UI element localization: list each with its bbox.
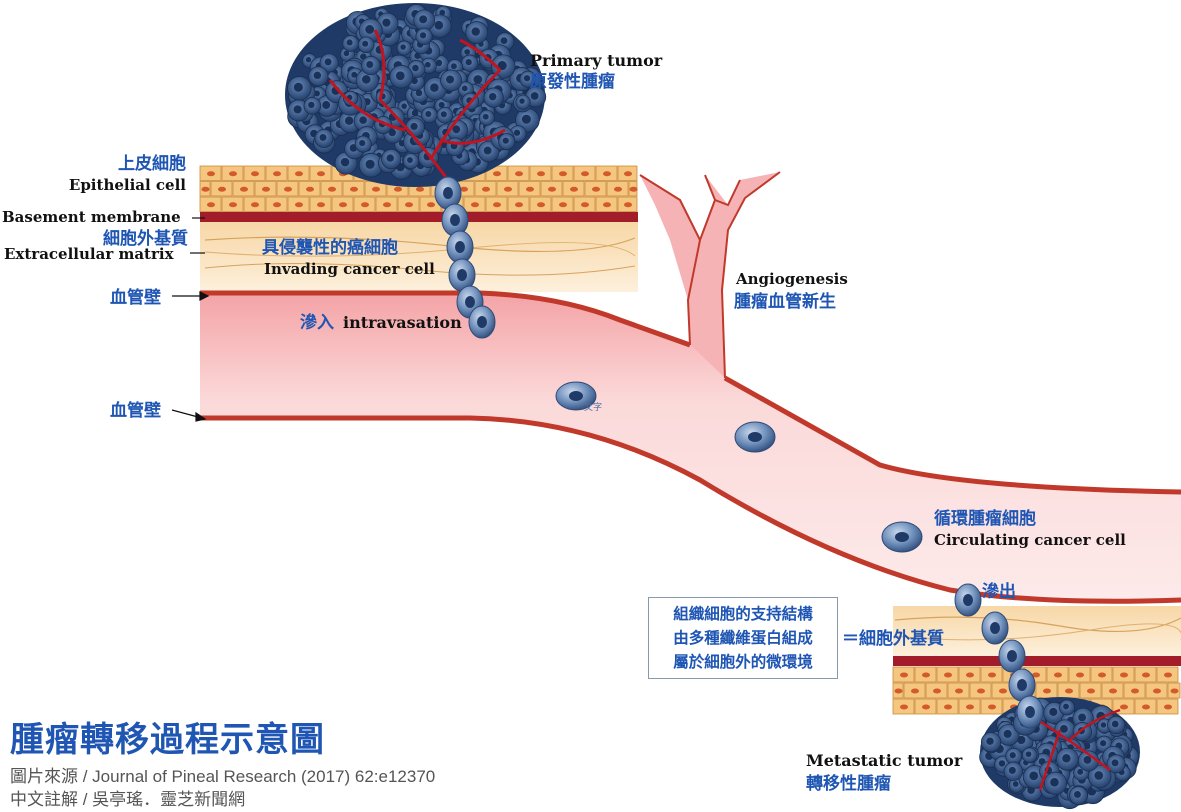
circulating-cell-2 (734, 421, 776, 453)
primary-tumor-en: Primary tumor (530, 51, 663, 70)
ecm-equals-label: ＝細胞外基質 (842, 629, 944, 649)
blood-vessel (200, 171, 1181, 604)
vessel-wall-top (200, 290, 691, 348)
circulating-cell-3 (881, 521, 923, 553)
extracellular-matrix-upper (200, 222, 638, 292)
metastatic-tumor (979, 697, 1140, 810)
vessel-wall-label-2: 血管壁 (110, 400, 161, 421)
primary-tumor-zh: 原發性腫瘤 (530, 71, 615, 92)
metastatic-zh: 轉移性腫瘤 (806, 773, 891, 794)
metastatic-en: Metastatic tumor (806, 751, 963, 770)
basement-en: Basement membrane (2, 208, 181, 226)
epithelial-zh: 上皮細胞 (118, 153, 186, 174)
epithelial-layer-lower (892, 666, 1181, 715)
pointer-lines (171, 217, 210, 422)
note-line-1: 組織細胞的支持結構 (673, 605, 813, 623)
figure-title: 腫瘤轉移過程示意圖 (10, 720, 325, 760)
ecm-definition-box: 組織細胞的支持結構 由多種纖維蛋白組成 屬於細胞外的微環境 (648, 597, 838, 679)
primary-tumor (285, 3, 547, 191)
ecm-en: Extracellular matrix (4, 245, 175, 263)
vessel-wall-bottom (200, 415, 1181, 604)
epithelial-en: Epithelial cell (69, 176, 186, 194)
note-line-2: 由多種纖維蛋白組成 (673, 629, 813, 647)
vessel-wall-label-1: 血管壁 (110, 287, 161, 308)
circulating-zh: 循環腫瘤細胞 (934, 508, 1036, 529)
watermark-text: 文字 (584, 401, 602, 413)
invading-cell-chain (434, 176, 496, 339)
circulating-en: Circulating cancer cell (934, 531, 1126, 549)
circulating-cell-1 (555, 381, 597, 411)
note-line-3: 屬於細胞外的微環境 (673, 653, 813, 671)
angiogenesis-zh: 腫瘤血管新生 (734, 291, 836, 312)
angiogenesis-branch (640, 172, 780, 378)
basement-membrane-lower (893, 656, 1181, 666)
invading-zh: 具侵襲性的癌細胞 (261, 237, 398, 258)
extracellular-matrix-lower (893, 606, 1181, 656)
basement-membrane-upper (200, 212, 638, 222)
ecm-zh: 細胞外基質 (103, 228, 188, 249)
angiogenesis-en: Angiogenesis (735, 270, 848, 288)
intravasation-en: intravasation (343, 313, 462, 332)
extravasating-cell-chain (954, 583, 1044, 729)
image-source: 圖片來源 / Journal of Pineal Research (2017)… (10, 767, 436, 786)
extravasation-zh: 滲出 (982, 581, 1016, 602)
annotation-credit: 中文註解 / 吳亭瑤．靈芝新聞網 (10, 790, 246, 809)
invading-en: Invading cancer cell (264, 260, 435, 278)
vessel-lumen (200, 293, 1181, 602)
intravasation-zh: 滲入 (300, 312, 334, 333)
